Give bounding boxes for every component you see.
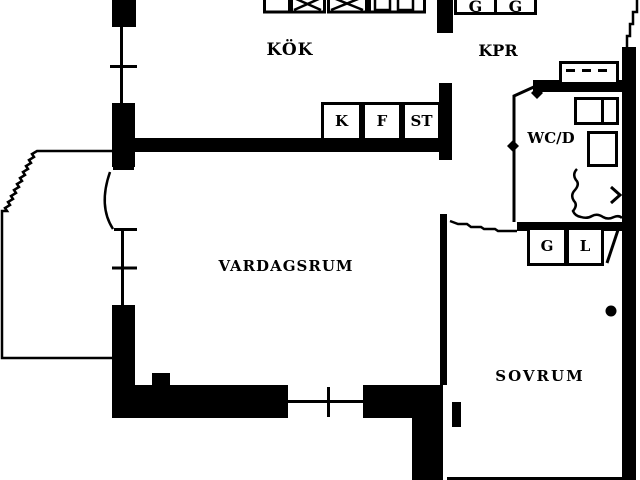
fridge-cabinet: K (321, 102, 362, 141)
sink-icon-right (327, 0, 368, 14)
room-label-bedroom: SOVRUM (495, 367, 585, 385)
stove-burner-left (373, 0, 392, 12)
room-label-wcd: WC/D (527, 129, 575, 147)
wall-west-top (112, 0, 136, 27)
cleaning-closet-label: ST (410, 112, 433, 130)
shower-arrow-icon (610, 185, 623, 205)
shelf-icon (559, 61, 619, 85)
washbasin-divider (601, 100, 604, 122)
wardrobe-label: G (540, 237, 554, 255)
room-label-livingroom: VARDAGSRUM (218, 257, 354, 275)
linen-closet-cabinet: L (566, 227, 604, 266)
door-hinge-marker-bottom (507, 140, 519, 152)
dot-marker (605, 305, 617, 317)
wall-east (622, 47, 636, 480)
kpr-cabinet-right: G (494, 0, 537, 15)
door-post (452, 402, 461, 427)
hall-boundary-line (449, 219, 517, 233)
stove-burner-right (396, 0, 415, 12)
wall-south-right (363, 385, 443, 418)
wall-hall-west (412, 418, 443, 480)
counter-cabinet (263, 0, 291, 14)
sink-cross-left (293, 0, 322, 12)
wall-livingroom-kitchen (134, 138, 450, 152)
wall-kitchen-kpr-top (437, 0, 453, 33)
wardrobe-cabinet: G (527, 227, 567, 266)
kpr-cabinet-left-label: G (468, 0, 483, 15)
toilet-icon (587, 131, 618, 167)
freezer-label: F (376, 112, 388, 130)
wall-bedroom-west (440, 214, 447, 385)
freezer-cabinet: F (362, 102, 402, 141)
room-label-kitchen: KÖK (266, 40, 314, 60)
closet-door-diagonal (605, 229, 620, 264)
wall-west-mid (112, 103, 135, 167)
kpr-cabinet-right-label: G (508, 0, 523, 15)
sink-cross-right (330, 0, 364, 12)
shower-area-outline (571, 168, 623, 220)
fridge-label: K (334, 112, 349, 130)
door-hinge-marker-top (531, 87, 543, 99)
wall-west-low (112, 305, 135, 385)
cut-line-northeast (625, 0, 639, 47)
wall-kpr-south (517, 222, 624, 231)
wall-south-left (112, 385, 288, 418)
wall-kitchen-kpr-bottom (439, 83, 452, 160)
cleaning-closet-cabinet: ST (402, 102, 441, 141)
balcony-door-arc (103, 171, 115, 230)
wcd-west-wall (512, 84, 537, 222)
wall-step-block (152, 373, 170, 385)
balcony-outline (0, 149, 112, 360)
room-label-kpr: KPR (478, 41, 518, 60)
wall-bedroom-south (447, 477, 633, 480)
washbasin-icon (574, 97, 619, 125)
linen-closet-label: L (579, 237, 591, 255)
